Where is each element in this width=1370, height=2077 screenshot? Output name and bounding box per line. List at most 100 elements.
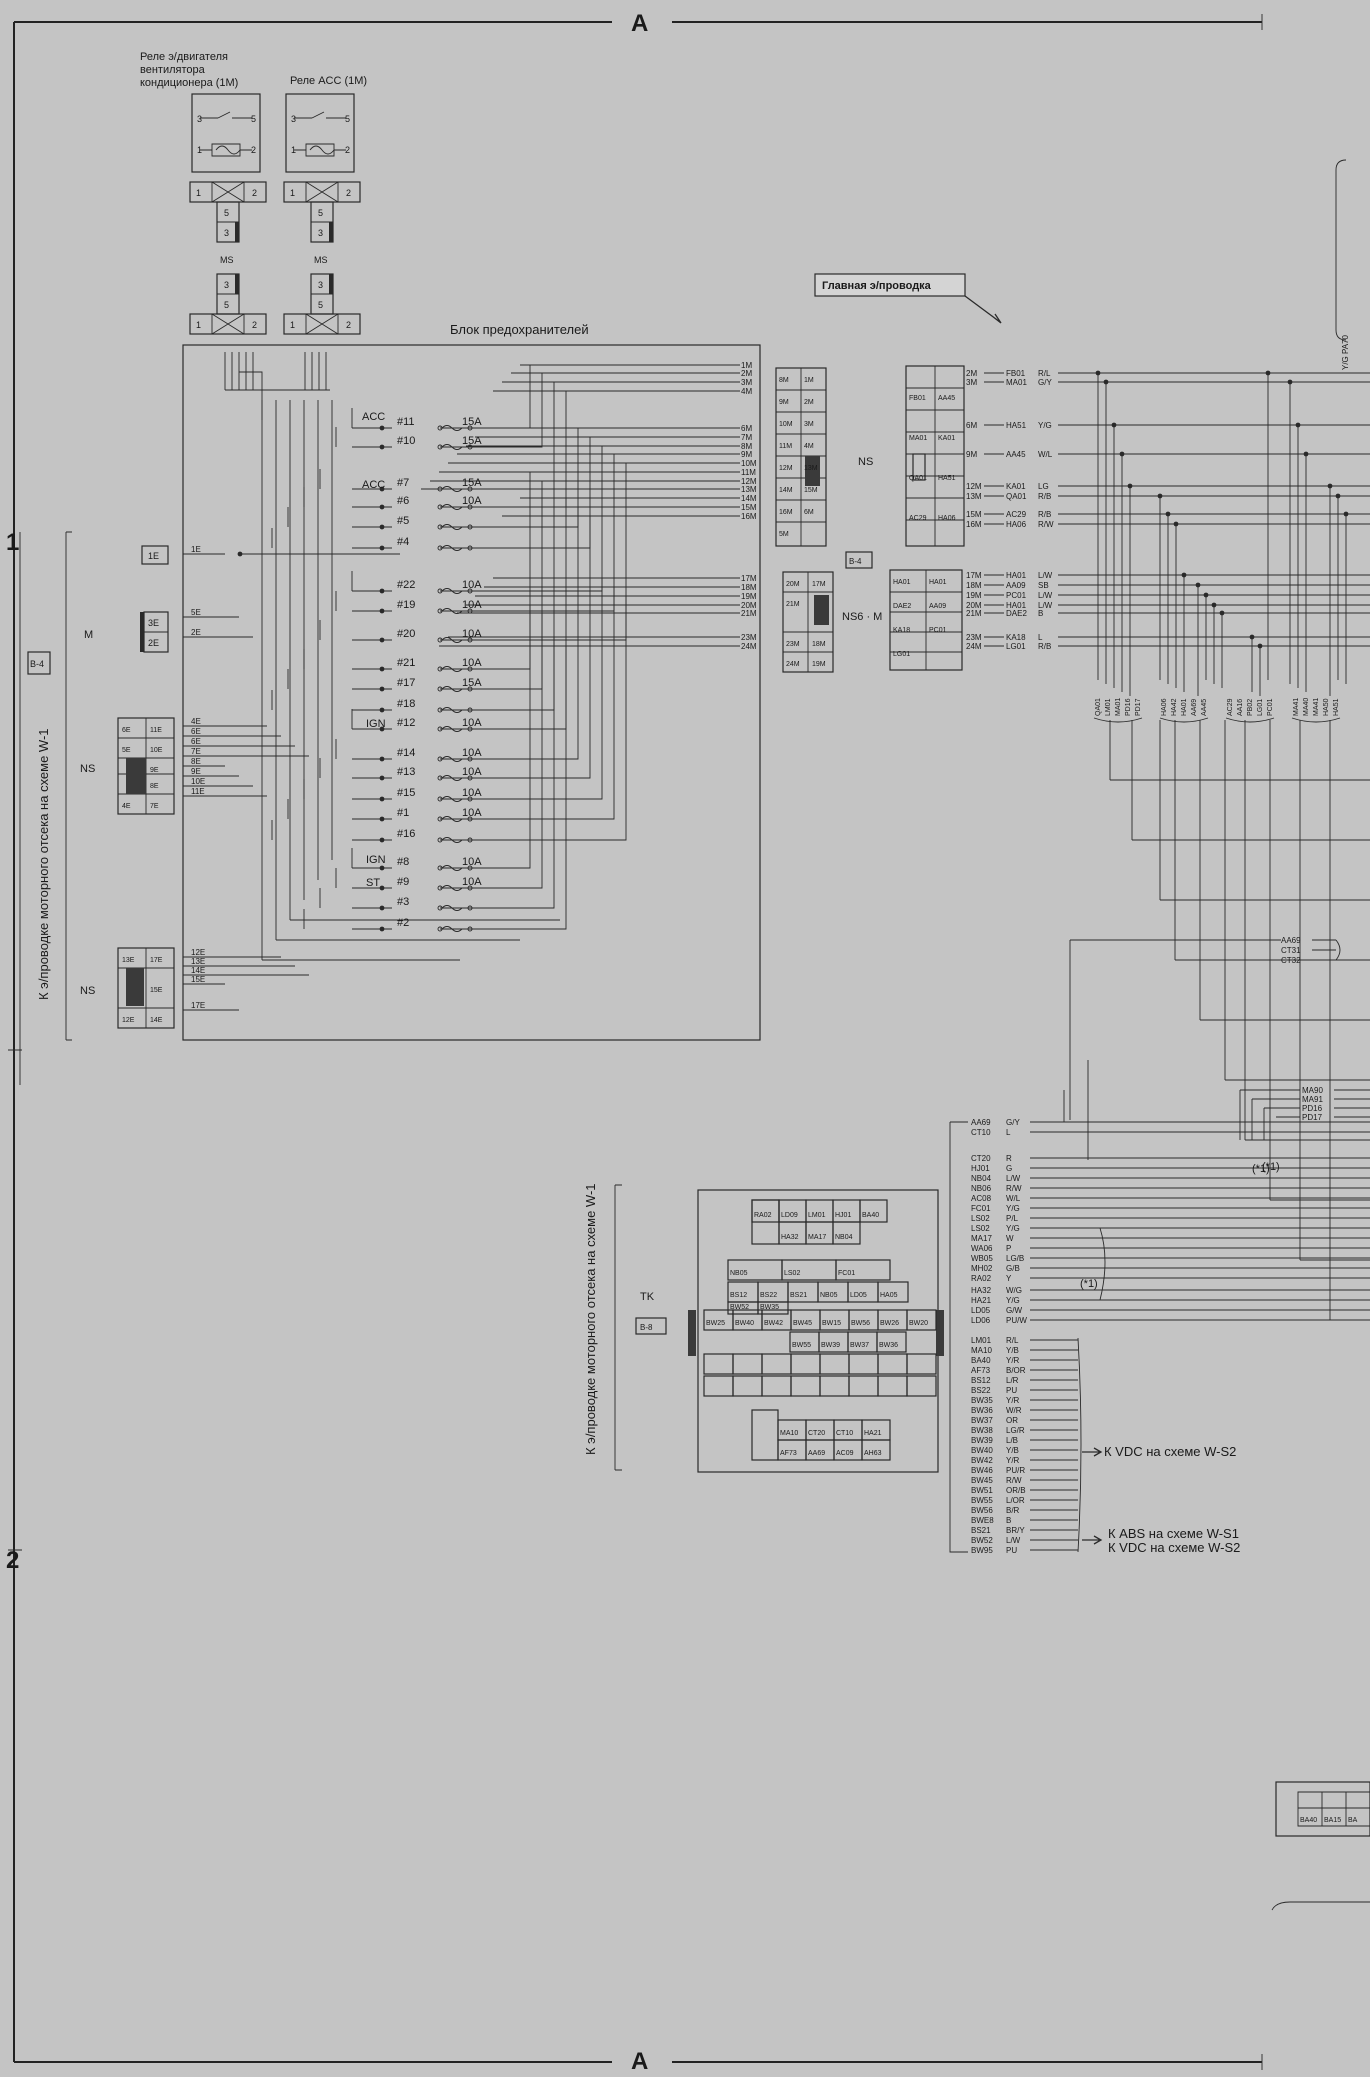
vertical-code-ha42-6: HA42 [1171, 698, 1178, 716]
tk-r4-ha05-5: HA05 [880, 1292, 898, 1299]
wl-code-af73-22: AF73 [971, 1366, 991, 1375]
relay-fan-pin-5: 5 [251, 114, 256, 124]
wire-pin-13m: 13M [966, 492, 982, 501]
abs-note: К ABS на схеме W-S1 [1108, 1526, 1239, 1541]
ns-m-pin-13m-9: 13M [804, 465, 818, 472]
frame-row-mark-2: 2 [6, 1547, 19, 1574]
relay-fan-title-1: Реле э/двигателя [140, 51, 228, 63]
fuse-term-9m-7: 9M [741, 450, 752, 459]
ns-m-pin-9m-2: 9M [779, 399, 789, 406]
ns-connector-label-2: NS [80, 985, 95, 997]
wl-color-9: Y/G [1006, 1224, 1020, 1233]
vertical-code-pd17-4: PD17 [1135, 698, 1142, 716]
fuse-term-19m-17: 19M [741, 592, 757, 601]
relay-acc: Реле ACC (1M) 3 5 1 2 1 2 5 3 MS 3 5 1 2 [283, 75, 367, 335]
fuse-left-term-9e-8: 9E [191, 767, 201, 776]
fuse-left-term-1e-0: 1E [191, 545, 201, 554]
fuse-left-term-8e-7: 8E [191, 757, 201, 766]
vertical-code-ha01-7: HA01 [1181, 698, 1188, 716]
ns-m-pin-11m-6: 11M [779, 443, 792, 450]
ns1-pin-7e-7: 7E [150, 803, 159, 810]
fuse-amp--9: 10A [462, 876, 482, 888]
ns6m-pin-24m-5: 24M [786, 661, 800, 668]
tk-r2-nb04-2: NB04 [835, 1234, 853, 1241]
wire-pin-9m: 9M [966, 450, 977, 459]
mid-note: (*1) [1262, 1161, 1280, 1173]
wire-code-qa01-5: QA01 [1006, 492, 1027, 501]
fuse-amp--15: 10A [462, 787, 482, 799]
fuse-group-acc-1: ACC [362, 479, 385, 491]
wl-code-ld05-17: LD05 [971, 1306, 991, 1315]
wl-code-bs22-24: BS22 [971, 1386, 991, 1395]
wl-color-37: B [1006, 1516, 1011, 1525]
fuse-term-23m-20: 23M [741, 633, 757, 642]
vdc-note: К VDC на схеме W-S2 [1104, 1444, 1236, 1459]
tk-connector: К э/проводке моторного отсека на схеме W… [583, 1183, 944, 1473]
ns-m-pin-6m-13: 6M [804, 509, 814, 516]
wl-code-bs12-23: BS12 [971, 1376, 991, 1385]
fuse-id--13: #13 [397, 766, 415, 778]
tk-r7-ma10-0: MA10 [780, 1430, 798, 1437]
m-pin-2e: 2E [148, 638, 159, 648]
wl-color-1: L [1006, 1128, 1011, 1137]
fuse-left-term-15e-14: 15E [191, 975, 205, 984]
fuse-group-st-4: ST [366, 877, 380, 889]
wire-pin-24m: 24M [966, 642, 982, 651]
ns-m-pin-1m-1: 1M [804, 377, 814, 384]
wl-code-ct10-1: CT10 [971, 1128, 991, 1137]
fuse-id--5: #5 [397, 515, 409, 527]
harness-code-top-ma01-2: MA01 [909, 435, 927, 442]
ns6m-label: NS6 · M [842, 611, 882, 623]
fuse-amp--7: 15A [462, 477, 482, 489]
fuse-id--12: #12 [397, 717, 415, 729]
tk-r3-fc01-2: FC01 [838, 1270, 855, 1277]
fuse-term-24m-21: 24M [741, 642, 757, 651]
fuse-left-term-12e-11: 12E [191, 948, 205, 957]
vertical-code-qa01-0: QA01 [1095, 698, 1102, 716]
fuse-id--18: #18 [397, 698, 415, 710]
fuse-group-ign-3: IGN [366, 854, 386, 866]
wire-pin-21m: 21M [966, 609, 982, 618]
relay-acc-mate-pin-1: 1 [290, 320, 295, 330]
wire-color-2: Y/G [1038, 421, 1052, 430]
tk-r8-ah63-3: AH63 [864, 1450, 882, 1457]
ns2-pin-12e-3: 12E [122, 1017, 135, 1024]
wl-color-32: PU/R [1006, 1466, 1025, 1475]
vertical-code-ha51-19: HA51 [1333, 698, 1340, 716]
wire-code-aa09-9: AA09 [1006, 581, 1026, 590]
ns-m-pin-4m-7: 4M [804, 443, 814, 450]
br-code-1: BA40 [1300, 1817, 1317, 1824]
wire-color-12: B [1038, 609, 1043, 618]
br-code-3: BA [1348, 1817, 1358, 1824]
harness-code-bottom-ha01-0: HA01 [893, 579, 911, 586]
relay-fan-conn-pin-2: 2 [252, 188, 257, 198]
harness-code-top-ac29-6: AC29 [909, 515, 927, 522]
wl-code-lm01-19: LM01 [971, 1336, 992, 1345]
wl-code-ac08-6: AC08 [971, 1194, 992, 1203]
fuse-id--19: #19 [397, 599, 415, 611]
wl-code-bw46-32: BW46 [971, 1466, 993, 1475]
br-code-2: BA15 [1324, 1817, 1341, 1824]
fuse-term-21m-19: 21M [741, 609, 757, 618]
tk-r1-ba40-4: BA40 [862, 1212, 879, 1219]
fuse-id--6: #6 [397, 495, 409, 507]
mid-code-ct32-2: CT32 [1281, 956, 1301, 965]
fuse-block-outline [182, 344, 761, 1041]
ns-connector-label-1: NS [80, 763, 95, 775]
fuse-left-term-6e-4: 6E [191, 727, 201, 736]
right-edge-label: Y/G PA70 [1341, 334, 1350, 370]
ns6m-pin-20m-0: 20M [786, 581, 800, 588]
wl-code-bw56-36: BW56 [971, 1506, 993, 1515]
tk-r4b-bw35-1: BW35 [760, 1304, 779, 1311]
wl-code-bw55-35: BW55 [971, 1496, 993, 1505]
vertical-code-aa69-8: AA69 [1191, 699, 1198, 716]
left-ref-tag: B-4 [30, 659, 44, 669]
fuse-term-18m-16: 18M [741, 583, 757, 592]
wl-color-35: L/OR [1006, 1496, 1025, 1505]
tk-r5-bw42-2: BW42 [764, 1320, 783, 1327]
ns-main-label: NS [858, 456, 873, 468]
wire-color-6: R/B [1038, 510, 1051, 519]
mid-code2-pd17-3: PD17 [1302, 1113, 1323, 1122]
